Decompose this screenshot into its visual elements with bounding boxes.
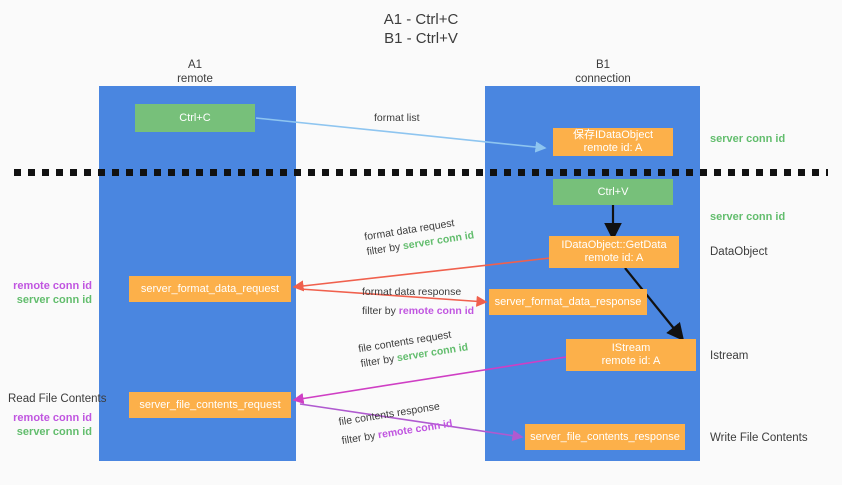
right-label-write-file-contents: Write File Contents — [710, 432, 808, 444]
column-b1-sub: connection — [575, 73, 631, 85]
column-a1-name: A1 — [187, 59, 203, 71]
node-ctrl-v[interactable]: Ctrl+V — [553, 179, 673, 205]
node-idataobject-getdata[interactable]: IDataObject::GetData remote id: A — [549, 236, 679, 268]
node-ctrl-v-label: Ctrl+V — [597, 185, 629, 198]
node-server-file-contents-response[interactable]: server_file_contents_response — [525, 424, 685, 450]
left-label-remote-conn-id-1: remote conn id — [13, 280, 92, 292]
column-b1-name: B1 — [595, 59, 611, 71]
node-istream[interactable]: IStream remote id: A — [566, 339, 696, 371]
left-label-server-conn-id-2: server conn id — [16, 426, 92, 438]
node-server-format-data-response-label: server_format_data_response — [494, 295, 642, 308]
node-server-format-data-request-label: server_format_data_request — [140, 282, 280, 295]
node-server-file-contents-request[interactable]: server_file_contents_request — [129, 392, 291, 418]
column-header-a1: A1 remote — [95, 58, 295, 86]
page-title: A1 - Ctrl+C B1 - Ctrl+V — [0, 10, 842, 48]
edge-label-format-data-response-filter: filter by remote conn id — [362, 305, 475, 317]
title-line-1: A1 - Ctrl+C — [383, 11, 459, 28]
column-header-b1: B1 connection — [503, 58, 703, 86]
node-save-idataobject[interactable]: 保存IDataObject remote id: A — [553, 128, 673, 156]
edge-label-format-data-request: format data request filter by server con… — [363, 213, 475, 260]
node-ctrl-c-label: Ctrl+C — [179, 111, 211, 124]
edge-label-format-data-response-text: format data response — [362, 286, 462, 298]
right-label-istream: Istream — [710, 350, 749, 362]
node-ctrl-c[interactable]: Ctrl+C — [135, 104, 255, 132]
left-label-remote-conn-id-2: remote conn id — [13, 412, 92, 424]
edge-label-file-contents-response: file contents response filter by remote … — [338, 398, 454, 449]
node-istream-line1: IStream — [611, 342, 651, 354]
phase-divider — [14, 169, 828, 176]
title-line-2: B1 - Ctrl+V — [384, 30, 458, 47]
right-label-server-conn-id-2: server conn id — [710, 211, 786, 223]
node-server-file-contents-response-label: server_file_contents_response — [530, 430, 680, 443]
node-server-file-contents-request-label: server_file_contents_request — [139, 398, 281, 411]
node-server-format-data-request[interactable]: server_format_data_request — [129, 276, 291, 302]
node-save-idataobject-line2: remote id: A — [583, 142, 643, 154]
edge-label-format-data-response: format data response filter by remote co… — [362, 285, 474, 319]
left-label-server-conn-id-1: server conn id — [16, 294, 92, 306]
right-label-server-conn-id-1: server conn id — [710, 133, 786, 145]
right-label-dataobject: DataObject — [710, 246, 768, 258]
left-label-read-file-contents: Read File Contents — [8, 393, 107, 405]
node-idataobject-getdata-line1: IDataObject::GetData — [561, 239, 667, 251]
node-save-idataobject-line1: 保存IDataObject — [572, 129, 654, 141]
column-a1-sub: remote — [177, 73, 213, 85]
node-istream-line2: remote id: A — [601, 355, 661, 367]
node-server-format-data-response[interactable]: server_format_data_response — [489, 289, 647, 315]
left-label-conn-ids-2: remote conn id server conn id — [0, 411, 92, 439]
left-label-conn-ids-1: remote conn id server conn id — [0, 279, 92, 307]
node-idataobject-getdata-line2: remote id: A — [584, 252, 644, 264]
edge-label-format-list: format list — [374, 112, 420, 124]
edge-label-file-contents-request: file contents request filter by server c… — [357, 325, 469, 372]
